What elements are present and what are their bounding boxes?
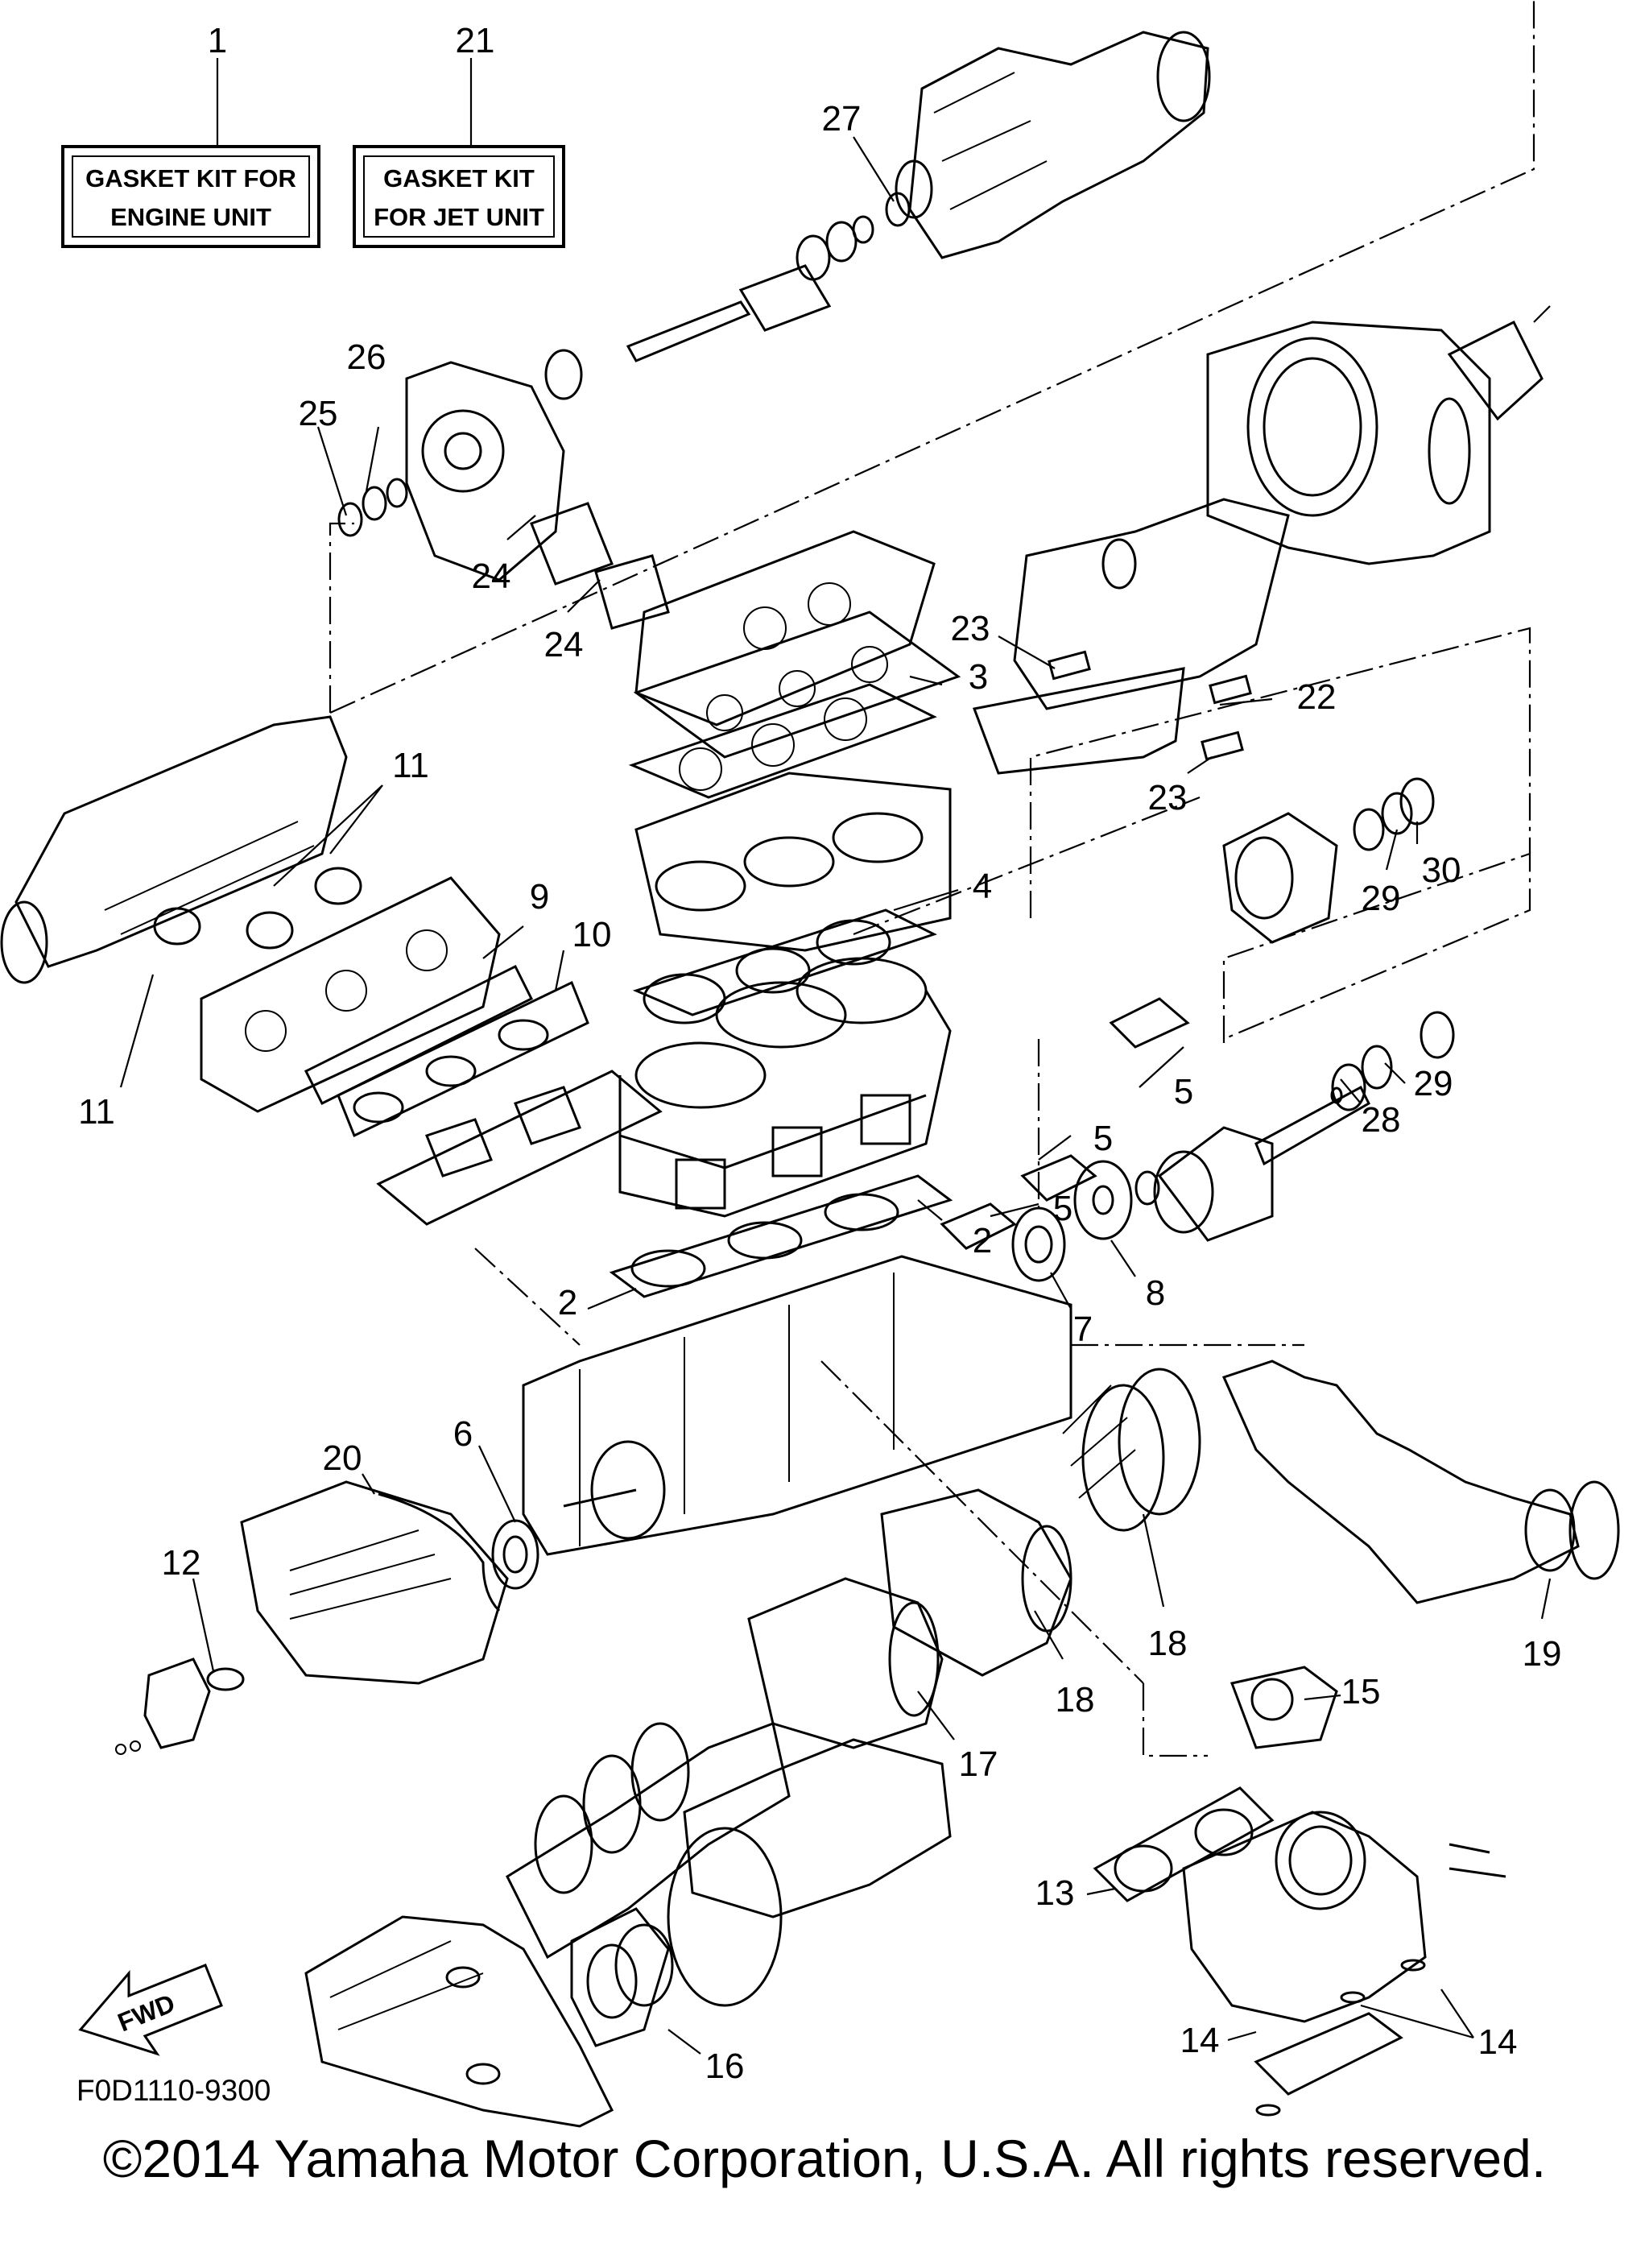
oil-seals <box>491 1160 1133 1590</box>
callout-28: 28 <box>1362 1100 1401 1140</box>
callout-15: 15 <box>1341 1672 1381 1711</box>
callout-20: 20 <box>323 1438 362 1478</box>
base-gasket-2 <box>609 1174 953 1298</box>
callout-19: 19 <box>1523 1634 1562 1674</box>
gasket-16 <box>570 1907 670 2047</box>
callout-27: 27 <box>822 99 862 139</box>
exhaust-covers <box>940 997 1190 1250</box>
callout-2b: 2 <box>558 1283 577 1322</box>
kit-label-jet-line2: FOR JET UNIT <box>374 203 544 231</box>
callout-25: 25 <box>299 394 338 433</box>
oil-pump <box>115 1658 245 1755</box>
assembly-lines <box>329 0 1551 1757</box>
fwd-label: FWD <box>114 1989 179 2038</box>
callout-7: 7 <box>1073 1310 1093 1349</box>
callout-14a: 14 <box>1180 2021 1220 2060</box>
callout-kit-jet: 21 <box>456 21 495 60</box>
leader-lines <box>119 136 1552 2055</box>
callout-17: 17 <box>959 1744 998 1784</box>
callout-9: 9 <box>530 877 549 917</box>
water-fittings <box>1254 1959 1426 2117</box>
callout-6: 6 <box>453 1414 473 1454</box>
jet-pump-housing <box>895 31 1211 259</box>
cylinders <box>618 957 952 1218</box>
intake-gaskets-9-10 <box>304 964 589 1138</box>
crankcase <box>522 1255 1072 1556</box>
callout-13: 13 <box>1035 1873 1075 1913</box>
exhaust-manifold <box>1093 1666 1506 2023</box>
intermediate-housing <box>337 361 670 630</box>
kit-label-engine-line2: ENGINE UNIT <box>110 203 271 231</box>
ride-plate-bracket <box>972 498 1290 775</box>
intake-silencer <box>0 715 362 984</box>
callout-5b: 5 <box>1093 1119 1113 1158</box>
copyright-notice: ©2014 Yamaha Motor Corporation, U.S.A. A… <box>102 2129 1547 2188</box>
kit-label-engine-line1: GASKET KIT FOR <box>85 164 296 192</box>
expansion-chamber <box>747 1488 1072 1749</box>
water-box-muffler <box>304 1915 614 2128</box>
callout-18b: 18 <box>1056 1680 1095 1720</box>
callout-29a: 29 <box>1362 879 1401 918</box>
callout-5a: 5 <box>1174 1072 1193 1111</box>
fwd-arrow: FWD <box>78 1964 223 2056</box>
callout-18a: 18 <box>1148 1624 1188 1663</box>
callout-24a: 24 <box>472 557 511 596</box>
impeller-housing <box>1206 320 1544 565</box>
callout-16: 16 <box>705 2047 745 2086</box>
kit-label-jet: GASKET KIT FOR JET UNIT <box>353 58 565 248</box>
kit-label-engine: GASKET KIT FOR ENGINE UNIT <box>61 58 320 248</box>
callout-10: 10 <box>572 915 612 954</box>
callout-2a: 2 <box>973 1221 992 1260</box>
drive-shaft-assembly <box>544 192 911 400</box>
callout-5c: 5 <box>1053 1189 1072 1228</box>
callout-23b: 23 <box>1148 778 1188 817</box>
cylinder-gasket-4 <box>632 908 937 1024</box>
callout-8: 8 <box>1146 1273 1165 1313</box>
callout-numbers: 1 21 27 26 25 24 24 23 3 22 23 11 9 10 1… <box>78 21 1561 2086</box>
intake-duct <box>614 1738 952 2007</box>
callout-30: 30 <box>1422 850 1461 890</box>
callout-23a: 23 <box>951 609 990 648</box>
callout-11b: 11 <box>78 1092 115 1132</box>
callout-3: 3 <box>969 657 988 697</box>
cylinder-head <box>633 530 961 759</box>
callout-14b: 14 <box>1478 2022 1518 2062</box>
kit-label-jet-line1: GASKET KIT <box>383 164 535 192</box>
callout-11a: 11 <box>392 746 429 785</box>
drawing-code: F0D1110-9300 <box>76 2074 271 2107</box>
callout-29b: 29 <box>1414 1064 1453 1103</box>
coupling-shaft <box>1134 1011 1455 1242</box>
callout-12: 12 <box>162 1543 201 1583</box>
exhaust-pipe <box>1062 1360 1620 1604</box>
callout-kit-engine: 1 <box>208 21 227 60</box>
flywheel-cover <box>240 1480 509 1685</box>
head-gasket-3 <box>628 683 937 799</box>
cylinder-block <box>634 772 952 952</box>
carburetors <box>200 876 501 1113</box>
callout-22: 22 <box>1297 677 1337 717</box>
reed-valves <box>376 1070 663 1226</box>
bearing-housing <box>1222 777 1435 944</box>
callout-4: 4 <box>973 867 992 906</box>
callout-26: 26 <box>347 337 386 377</box>
callout-24b: 24 <box>544 625 584 664</box>
